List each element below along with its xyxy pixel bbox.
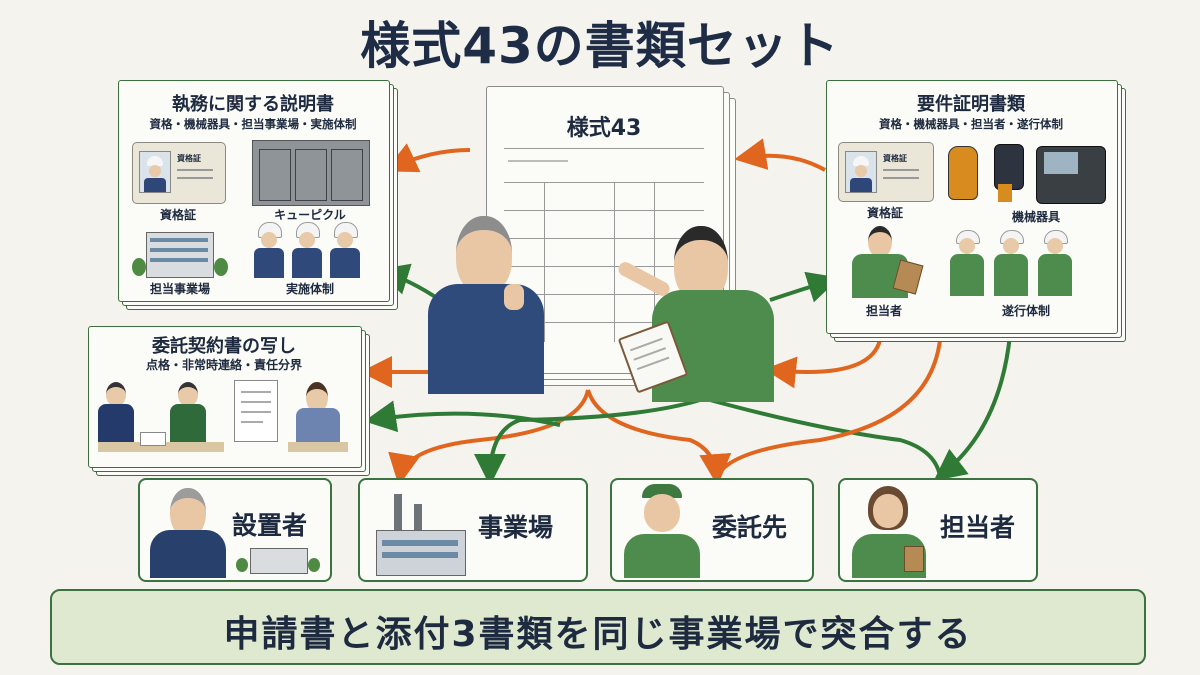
arrow-requirements-to-form [734,138,826,172]
contract-document: 委託契約書の写し 点格・非常時連絡・責任分界 [88,326,370,476]
arrow-form-to-site [388,389,590,486]
contract-doc-subtitle: 点格・非常時連絡・責任分界 [145,358,302,372]
arrow-requirements-to-contractor [716,339,942,477]
party-label-installer: 設置者 [232,511,308,540]
summary-banner-text: 申請書と添付3書類を同じ事業場で突合する [223,614,973,655]
explainer-figure [612,222,776,402]
installer-building-image [236,546,320,574]
party-card-contractor: 委託先 [610,478,814,582]
party-card-staff: 担当者 [838,478,1038,582]
duties-item-site: 担当事業場 [149,282,210,296]
staff-with-clipboard-image [844,226,924,298]
building-image [132,230,228,278]
arrow-form-to-contractor [586,389,732,486]
instruments-image [944,140,1110,206]
duties-item-license: 資格証 [159,208,196,222]
summary-banner: 申請書と添付3書類を同じ事業場で突合する [50,589,1146,665]
duties-item-structure: 実施体制 [285,282,334,296]
party-card-site: 事業場 [358,478,588,582]
duties-doc-title: 執務に関する説明書 [172,94,334,115]
team-image [948,230,1078,296]
arrow-figure-to-staff [709,398,942,477]
form-title: 様式43 [566,116,642,141]
arrow-site-to-contract [364,400,561,433]
requirements-doc-title: 要件証明書類 [917,94,1025,115]
arrow-figure-to-site [474,398,701,486]
duties-item-cubicle: キューピクル [274,208,346,222]
meeting-illustration [98,378,228,458]
requirements-doc-subtitle: 資格・機械器具・担当者・遂行体制 [879,117,1063,131]
party-label-staff: 担当者 [940,513,1016,542]
requirements-item-structure: 遂行体制 [1001,304,1050,318]
contract-paper-image [234,380,278,442]
party-label-site: 事業場 [478,513,554,542]
contract-doc-title: 委託契約書の写し [152,336,296,357]
requirements-item-instruments: 機械器具 [1011,210,1060,224]
license-card-text: 資格証 [177,154,201,163]
duties-doc-subtitle: 資格・機械器具・担当事業場・実施体制 [149,117,357,131]
requirements-item-staff: 担当者 [865,304,902,318]
party-card-installer: 設置者 [138,478,332,582]
requirements-license-card-image: 資格証 [838,142,934,202]
arrow-requirements-to-staff [933,334,1012,481]
inspector-figure [428,214,548,394]
phone-person-image [288,378,352,458]
contractor-avatar [624,484,700,578]
arrow-figure-to-requirements [769,271,840,303]
requirements-license-card-text: 資格証 [883,154,907,163]
arrow-requirements-to-figure [764,339,882,389]
installer-avatar [150,486,226,578]
workers-image [252,222,368,278]
requirements-item-license: 資格証 [866,206,903,220]
arrow-form-to-duties [384,143,471,173]
page-title: 様式43の書類セット [360,17,840,75]
requirements-document: 要件証明書類 資格・機械器具・担当者・遂行体制 資格証 資格証 機械器具 担当者 [826,80,1126,342]
staff-avatar [850,484,930,578]
license-card-image: 資格証 [132,142,226,204]
duties-document: 執務に関する説明書 資格・機械器具・担当事業場・実施体制 資格証 資格証 キュー… [118,80,398,310]
form-table [504,148,704,348]
party-label-contractor: 委託先 [712,513,788,542]
cubicle-image [252,140,370,206]
factory-image [372,494,468,576]
